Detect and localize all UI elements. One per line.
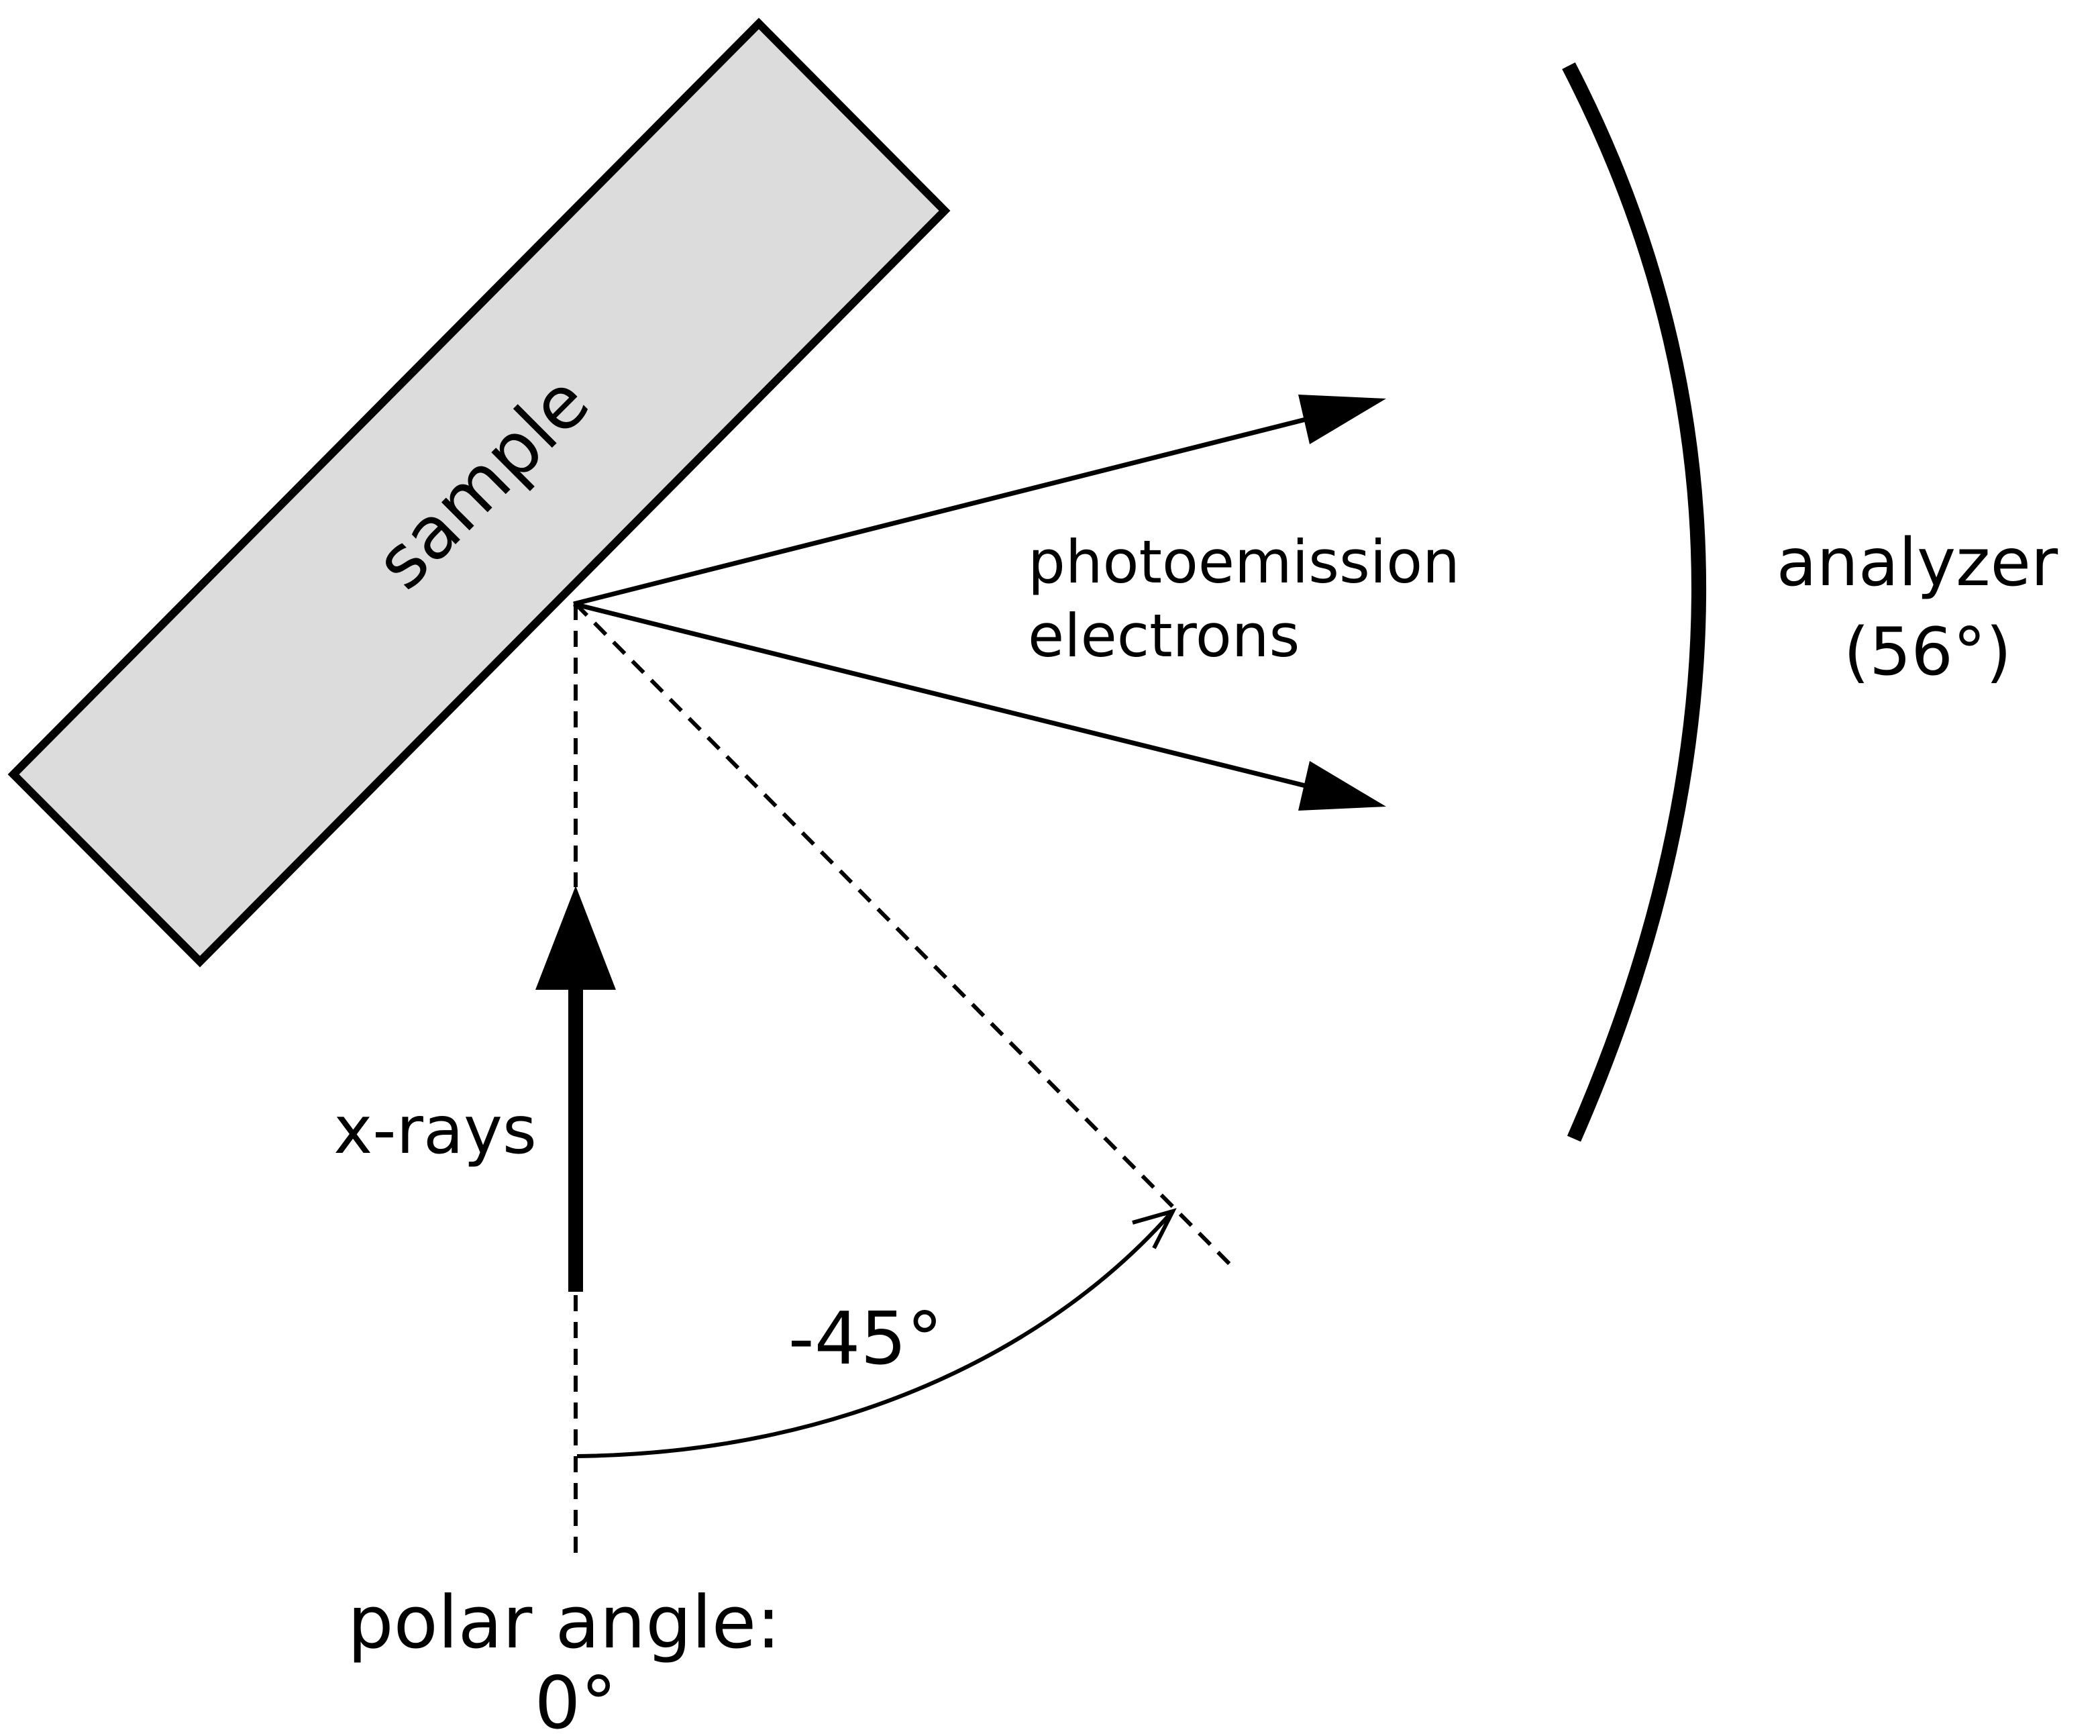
electron-arrow-upper-head (1298, 395, 1386, 444)
photoemission-line-1: photoemission (1028, 527, 1460, 597)
analyzer-arc (1562, 62, 1706, 1142)
sample-slab (7, 17, 951, 968)
electron-arrow-lower-head (1298, 761, 1386, 811)
polar-angle-arc-arrowhead (1132, 1208, 1177, 1249)
xray-arrow-head (535, 886, 616, 990)
polar-angle-dashed-line (574, 602, 1238, 1272)
analyzer-line-1: analyzer (1777, 525, 2058, 601)
angle-label: -45° (788, 1297, 943, 1381)
analyzer-line-2: (56°) (1844, 614, 2011, 691)
polar-angle-arc (576, 1212, 1173, 1458)
polar-angle-label: polar angle: 0° (348, 1581, 804, 1736)
polar-angle-line-2: 0° (535, 1662, 617, 1736)
analyzer-label: analyzer (56°) (1777, 525, 2079, 691)
photoemission-line-2: electrons (1028, 601, 1300, 670)
electron-arrow-lower-shaft (573, 601, 1309, 789)
polar-angle-line-1: polar angle: (348, 1581, 781, 1665)
photoemission-label: photoemission electrons (1028, 527, 1479, 670)
xrays-label: x-rays (333, 1092, 537, 1169)
electron-arrow-upper-shaft (573, 416, 1309, 607)
